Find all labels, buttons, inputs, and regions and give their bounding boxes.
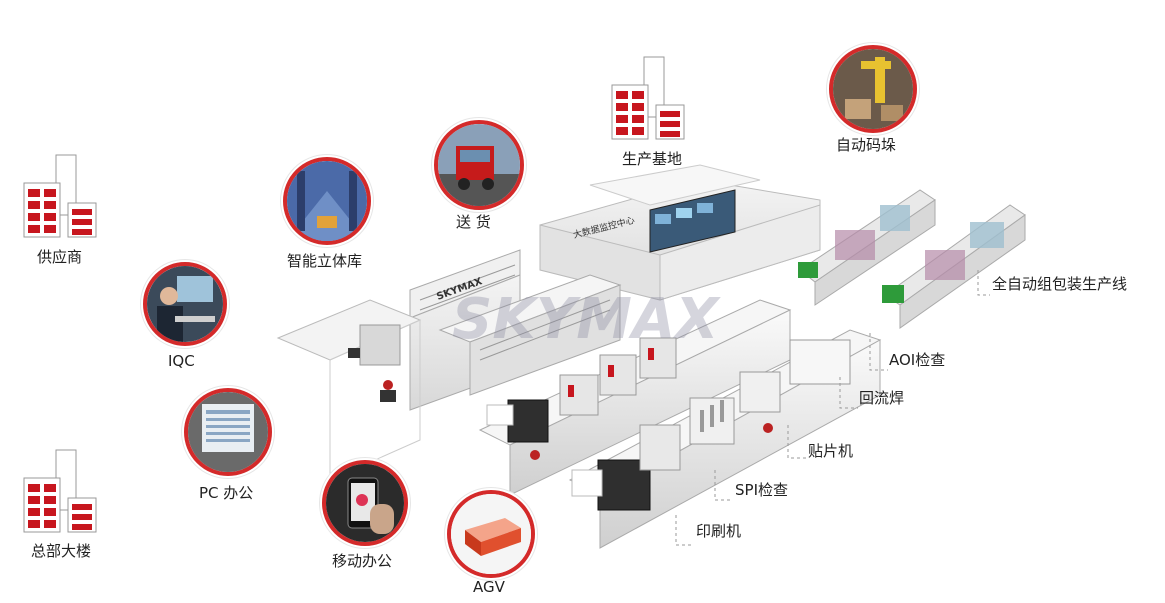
printer-label: 印刷机: [696, 522, 742, 540]
mobile-office-label: 移动办公: [332, 552, 393, 570]
production-base-building-icon: [611, 56, 685, 140]
pc-office-label: PC 办公: [199, 484, 254, 502]
hq-label: 总部大楼: [31, 542, 92, 560]
agv-label: AGV: [473, 578, 505, 596]
packaging-lines: [798, 189, 1026, 329]
palletizing-robot-photo-icon: [829, 45, 917, 133]
warehouse-photo-icon: [283, 157, 371, 245]
smt-line-upper: [478, 299, 792, 496]
palletizing-label: 自动码垛: [836, 136, 897, 154]
placement-label: 贴片机: [808, 442, 854, 460]
label-leader-lines: [675, 270, 990, 546]
spi-label: SPI检查: [735, 481, 788, 499]
delivery-label: 送 货: [456, 213, 491, 231]
monitor-center-building: 大数据监控中心: [539, 164, 821, 301]
reflow-label: 回流焊: [859, 389, 905, 407]
agv-photo-icon: [447, 490, 535, 578]
warehouse-racks: SKYMAX: [409, 249, 622, 411]
supplier-label: 供应商: [37, 248, 83, 266]
packaging-line-label: 全自动组包装生产线: [992, 275, 1128, 293]
iqc-label: IQC: [168, 352, 195, 370]
supplier-building-icon: [23, 154, 97, 238]
production-base-label: 生产基地: [622, 150, 683, 168]
delivery-truck-photo-icon: [434, 120, 524, 210]
pc-office-photo-icon: [184, 388, 272, 476]
smt-line-lower: [486, 329, 882, 549]
receiving-area: [276, 299, 422, 481]
mobile-office-photo-icon: [322, 460, 408, 546]
aoi-label: AOI检查: [889, 351, 946, 369]
hq-building-icon: [23, 449, 97, 533]
warehouse-label: 智能立体库: [287, 252, 363, 270]
watermark-logo: SKYMAX: [452, 287, 721, 352]
iqc-photo-icon: [143, 262, 227, 346]
